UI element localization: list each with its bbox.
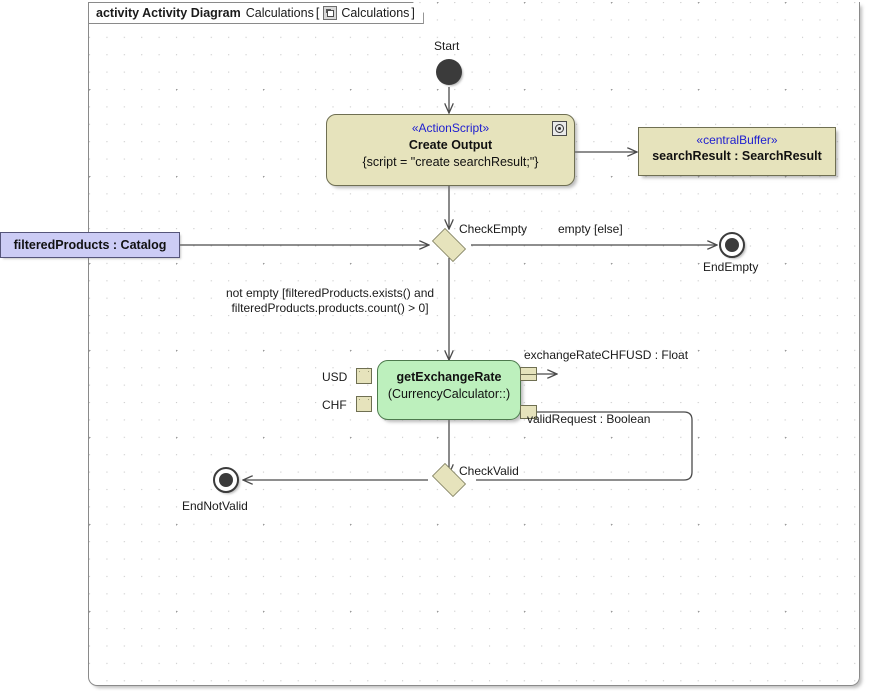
action-get-exchange-rate-body: (CurrencyCalculator::) (387, 387, 511, 401)
input-pin-chf[interactable] (356, 396, 372, 412)
frame-header-name: Calculations (245, 6, 314, 20)
central-buffer-search-result[interactable]: «centralBuffer» searchResult : SearchRes… (638, 127, 836, 176)
output-pin-valid-request-label: validRequest : Boolean (527, 412, 651, 426)
action-create-output[interactable]: «ActionScript» Create Output {script = "… (326, 114, 575, 186)
final-node-end-empty[interactable] (719, 232, 745, 258)
decision-check-empty-label: CheckEmpty (459, 222, 528, 236)
frame-header-bracket-open: [ (315, 6, 320, 20)
action-get-exchange-rate[interactable]: getExchangeRate (CurrencyCalculator::) (377, 360, 521, 420)
edge-label-empty-else: empty [else] (558, 222, 623, 236)
start-node[interactable] (436, 59, 462, 85)
action-create-output-body: {script = "create searchResult;"} (362, 155, 539, 169)
action-create-output-stereotype: «ActionScript» (411, 121, 490, 135)
script-icon[interactable] (552, 121, 567, 136)
activity-parameter-filtered-products-label: filteredProducts : Catalog (13, 238, 167, 252)
edge-label-not-empty-line1: not empty [filteredProducts.exists() and (225, 286, 435, 300)
frame-header-bracket-close: ] (411, 6, 415, 20)
activity-parameter-filtered-products[interactable]: filteredProducts : Catalog (0, 232, 180, 258)
frame-header-qualified-name: Calculations (341, 6, 410, 20)
final-node-end-empty-label: EndEmpty (703, 260, 759, 274)
frame-header: activity Activity Diagram Calculations [… (88, 2, 424, 24)
input-pin-chf-label: CHF (322, 398, 347, 412)
action-get-exchange-rate-name: getExchangeRate (396, 370, 502, 384)
final-node-end-not-valid-label: EndNotValid (182, 499, 248, 513)
decision-check-valid-label: CheckValid (459, 464, 519, 478)
start-node-label: Start (434, 39, 460, 53)
action-create-output-name: Create Output (408, 138, 493, 152)
final-node-end-not-valid[interactable] (213, 467, 239, 493)
diagram-icon (323, 6, 337, 20)
frame-header-keyword: activity Activity Diagram (96, 6, 241, 20)
output-pin-valid-request[interactable] (520, 405, 537, 419)
central-buffer-name: searchResult : SearchResult (652, 149, 822, 163)
output-pin-exchange-rate[interactable] (520, 367, 537, 381)
edge-label-not-empty-line2: filteredProducts.products.count() > 0] (231, 301, 429, 315)
input-pin-usd[interactable] (356, 368, 372, 384)
central-buffer-stereotype: «centralBuffer» (696, 133, 778, 147)
diagram-frame (88, 2, 860, 686)
input-pin-usd-label: USD (322, 370, 348, 384)
output-pin-exchange-rate-label: exchangeRateCHFUSD : Float (524, 348, 689, 362)
